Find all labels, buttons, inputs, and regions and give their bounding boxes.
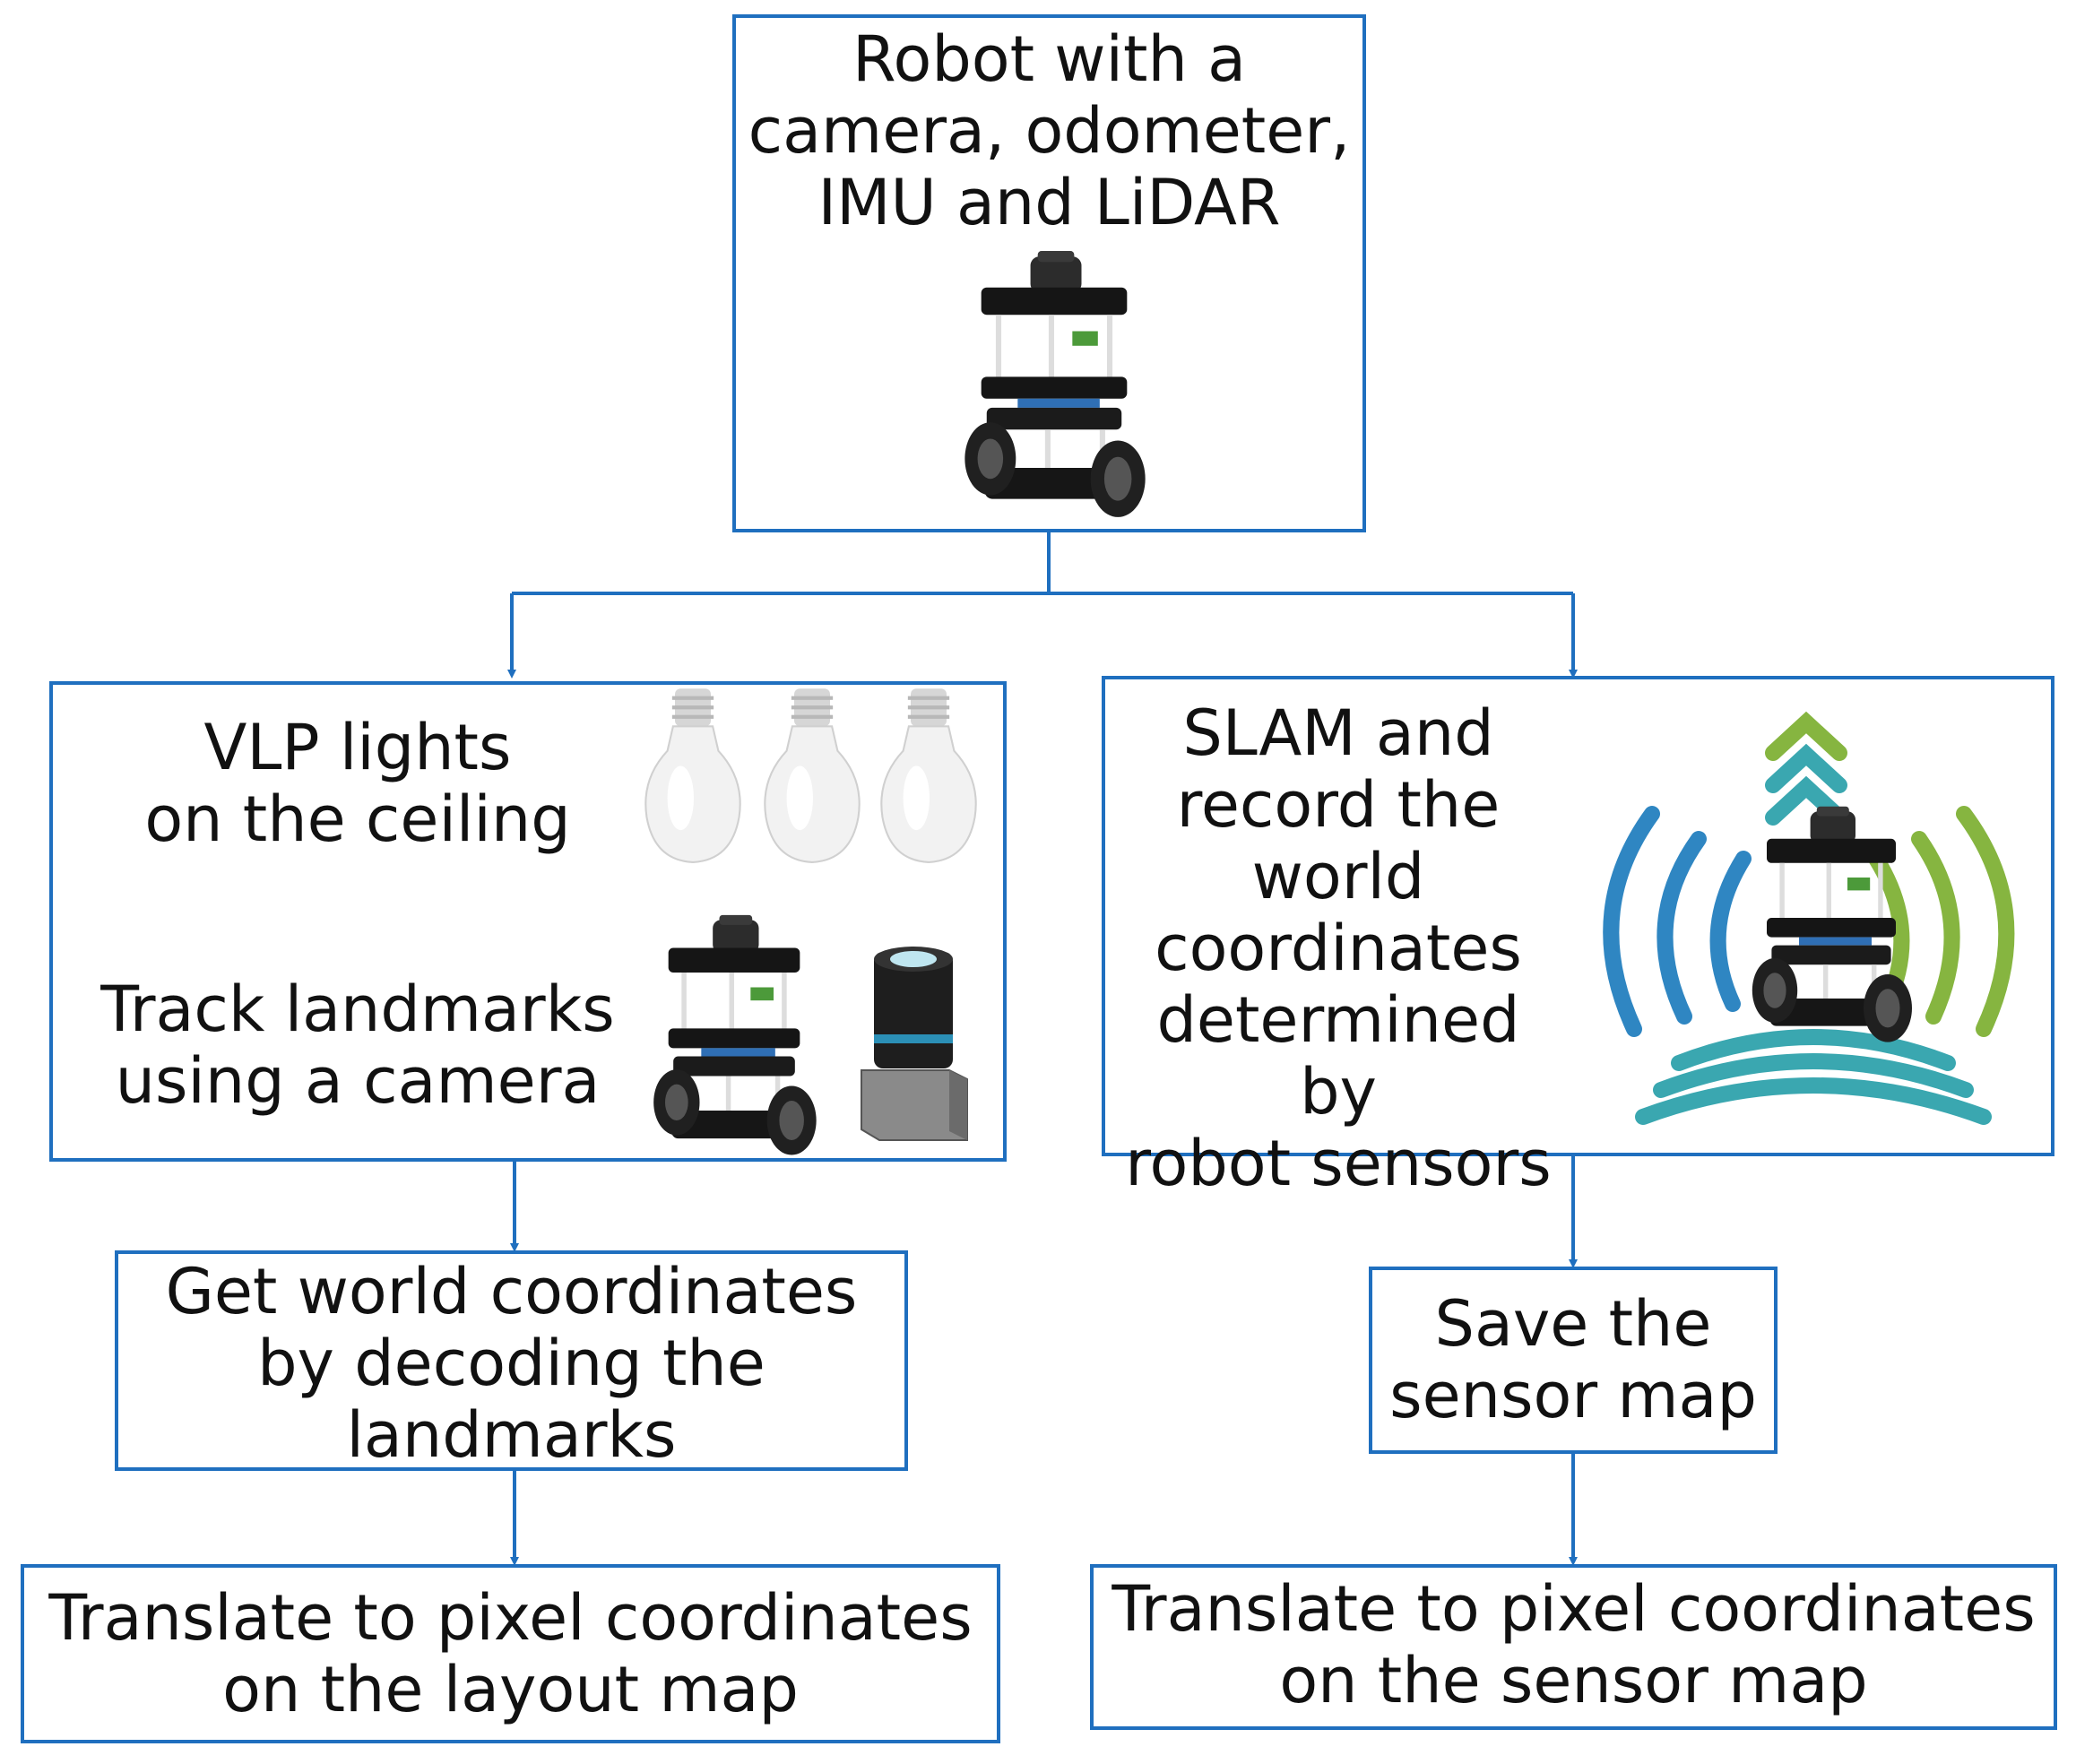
light-bulb-icon — [640, 685, 746, 864]
slam-box-text: SLAM and record the world coordinates de… — [1125, 696, 1552, 1200]
sensor-map-box: Translate to pixel coordinates on the se… — [1090, 1564, 2057, 1730]
vlp-lights-text: VLP lights on the ceiling — [144, 711, 571, 856]
decode-box: Get world coordinates by decoding the la… — [115, 1250, 908, 1471]
light-bulb-icon — [876, 685, 982, 864]
decode-box-text: Get world coordinates by decoding the la… — [165, 1255, 858, 1472]
camera-icon — [861, 947, 968, 1141]
light-bulb-icon — [759, 685, 865, 864]
signal-waves-icon — [1603, 711, 2015, 1125]
robot-icon — [627, 913, 842, 1160]
robot-box-text: Robot with a camera, odometer, IMU and L… — [748, 22, 1351, 239]
save-box-text: Save the sensor map — [1389, 1287, 1757, 1432]
sensor-map-box-text: Translate to pixel coordinates on the se… — [1112, 1572, 2036, 1717]
layout-map-box-text: Translate to pixel coordinates on the la… — [48, 1581, 973, 1726]
robot-box: Robot with a camera, odometer, IMU and L… — [732, 14, 1366, 532]
vlp-box: VLP lights on the ceiling Track landmark… — [49, 681, 1007, 1162]
layout-map-box: Translate to pixel coordinates on the la… — [21, 1564, 1000, 1743]
robot-icon — [933, 249, 1175, 523]
slam-box: SLAM and record the world coordinates de… — [1102, 676, 2054, 1199]
save-box: Save the sensor map — [1369, 1267, 1778, 1454]
vlp-track-text: Track landmarks using a camera — [100, 973, 615, 1118]
